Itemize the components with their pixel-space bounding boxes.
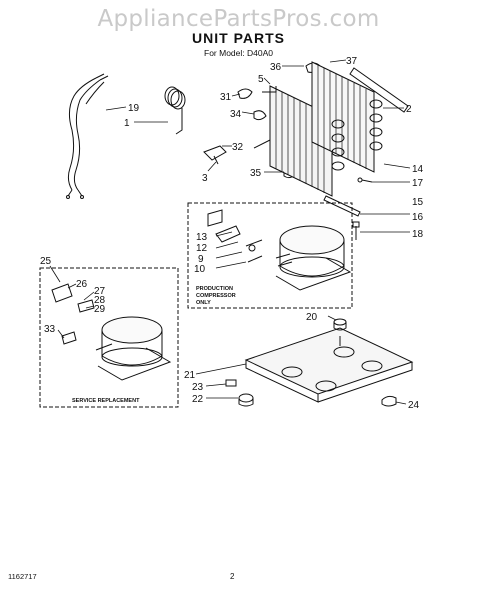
callout-34: 34 <box>230 109 242 120</box>
callout-21: 21 <box>184 370 196 381</box>
page-title: UNIT PARTS <box>192 30 285 46</box>
production-label-line3: ONLY <box>196 300 211 306</box>
callout-25: 25 <box>40 256 52 267</box>
callout-18: 18 <box>412 229 424 240</box>
bolt-part-18 <box>352 221 360 240</box>
capillary-coil <box>164 86 186 135</box>
callout-5: 5 <box>258 74 264 85</box>
callout-14: 14 <box>412 164 424 175</box>
coil-assembly <box>253 61 383 197</box>
callout-9: 9 <box>198 254 204 265</box>
bracket-part-16 <box>323 195 361 217</box>
callout-29: 29 <box>94 304 106 315</box>
callout-13: 13 <box>196 232 208 243</box>
page-number: 2 <box>230 572 235 581</box>
production-compressor-box <box>187 202 353 309</box>
callout-2: 2 <box>406 104 412 115</box>
production-label-line1: PRODUCTION <box>196 286 233 292</box>
leader-lines <box>49 59 411 405</box>
callout-20: 20 <box>306 312 318 323</box>
service-replacement-box <box>39 267 179 408</box>
callout-24: 24 <box>408 400 420 411</box>
callout-15: 15 <box>412 197 424 208</box>
service-replacement-label: SERVICE REPLACEMENT <box>72 398 140 404</box>
callout-17: 17 <box>412 178 424 189</box>
grommet-part-22 <box>238 393 254 407</box>
callout-12: 12 <box>196 243 208 254</box>
watermark: AppliancePartsPros.com <box>97 6 380 32</box>
callout-37: 37 <box>346 56 358 67</box>
gasket-strip-part-2 <box>349 67 409 113</box>
base-pan <box>244 327 414 403</box>
callout-1: 1 <box>124 118 130 129</box>
callout-23: 23 <box>192 382 204 393</box>
callout-33: 33 <box>44 324 56 335</box>
callout-16: 16 <box>412 212 424 223</box>
callout-10: 10 <box>194 264 206 275</box>
callout-32: 32 <box>232 142 244 153</box>
callout-27: 27 <box>94 286 106 297</box>
screw-part-17 <box>357 177 373 183</box>
callout-labels: 19 1 32 3 31 34 36 5 37 2 14 17 15 16 18… <box>40 56 424 411</box>
bracket-part-32 <box>203 145 227 165</box>
callout-19: 19 <box>128 103 140 114</box>
wire-harness <box>66 73 109 199</box>
callout-22: 22 <box>192 394 204 405</box>
foot-part-24 <box>381 395 397 407</box>
clip-part-34 <box>253 110 267 121</box>
callout-3: 3 <box>202 173 208 184</box>
callout-36: 36 <box>270 62 282 73</box>
callout-31: 31 <box>220 92 232 103</box>
clip-part-31 <box>237 88 253 99</box>
spacer-part-23 <box>225 379 237 387</box>
document-number: 1162717 <box>8 572 37 581</box>
callout-26: 26 <box>76 279 88 290</box>
callout-35: 35 <box>250 168 262 179</box>
callout-28: 28 <box>94 295 106 306</box>
grommet-part-20 <box>333 318 347 331</box>
model-subtitle: For Model: D40A0 <box>204 48 273 58</box>
production-label-line2: COMPRESSOR <box>196 293 236 299</box>
